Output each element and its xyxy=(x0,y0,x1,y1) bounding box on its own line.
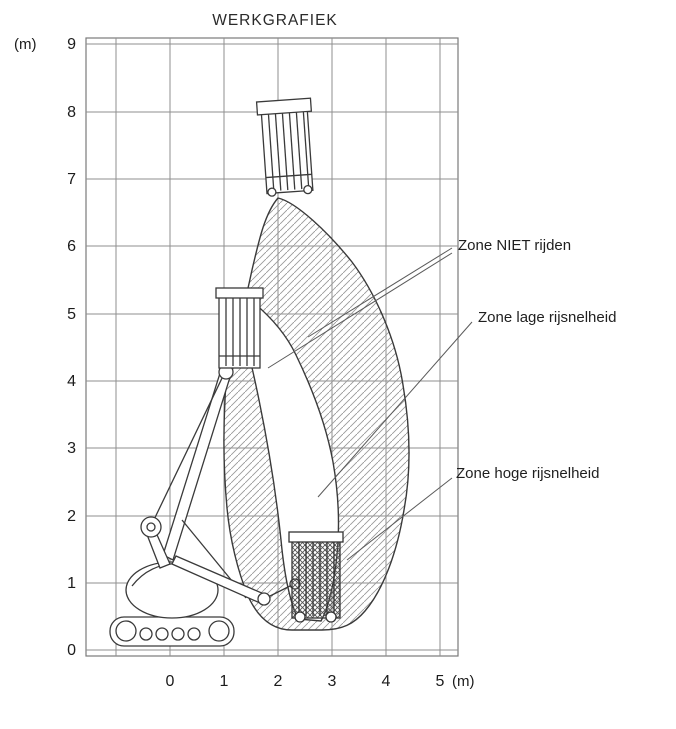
x-axis-unit: (m) xyxy=(452,673,475,690)
x-tick-4: 4 xyxy=(382,673,391,690)
y-tick-3: 3 xyxy=(67,440,76,457)
zone-no-drive-leaders xyxy=(267,247,453,369)
machine-illustration xyxy=(109,364,301,647)
y-axis-unit: (m) xyxy=(14,36,37,53)
y-axis: (m) 9 8 7 6 5 4 3 2 1 0 xyxy=(14,36,76,659)
x-tick-5: 5 xyxy=(436,673,445,690)
y-tick-0: 0 xyxy=(67,642,76,659)
x-tick-3: 3 xyxy=(328,673,337,690)
machine-body xyxy=(125,561,219,619)
x-tick-1: 1 xyxy=(220,673,229,690)
y-tick-1: 1 xyxy=(67,575,76,592)
zone-low-speed-leader xyxy=(317,321,473,498)
x-tick-2: 2 xyxy=(274,673,283,690)
bottom-basket xyxy=(288,531,344,623)
y-tick-6: 6 xyxy=(67,238,76,255)
diagram-title: WERKGRAFIEK xyxy=(212,12,338,29)
machine-tracks xyxy=(109,616,235,647)
top-basket xyxy=(255,97,314,197)
y-tick-9: 9 xyxy=(67,36,76,53)
mid-basket xyxy=(215,287,264,369)
y-tick-2: 2 xyxy=(67,508,76,525)
y-tick-5: 5 xyxy=(67,306,76,323)
zone-low-speed-label: Zone lage rijsnelheid xyxy=(478,309,616,326)
machine-boom xyxy=(140,364,301,606)
zone-no-drive-label: Zone NIET rijden xyxy=(458,237,571,254)
y-tick-7: 7 xyxy=(67,171,76,188)
x-axis: 0 1 2 3 4 5 (m) xyxy=(166,673,475,690)
y-tick-8: 8 xyxy=(67,104,76,121)
x-tick-0: 0 xyxy=(166,673,175,690)
zone-high-speed-leader xyxy=(346,477,453,561)
zone-high-speed-label: Zone hoge rijsnelheid xyxy=(456,465,599,482)
y-tick-4: 4 xyxy=(67,373,76,390)
